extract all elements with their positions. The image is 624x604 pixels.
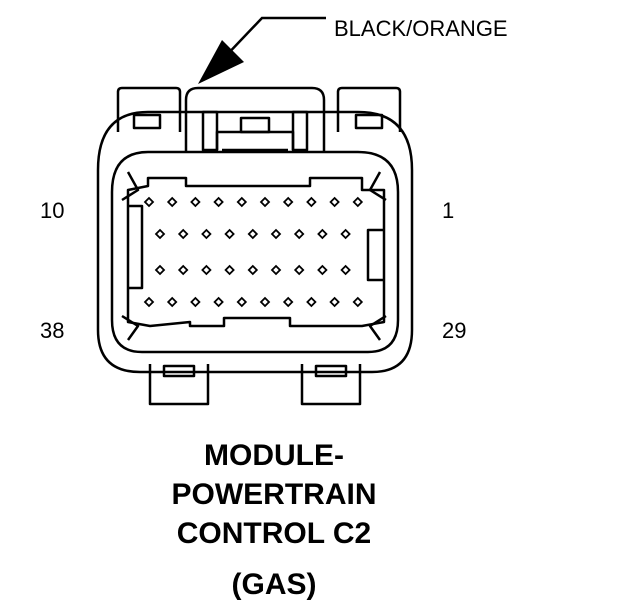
title-line-1: MODULE-: [204, 439, 344, 472]
pin-cavity-19: [340, 228, 351, 240]
pin-cavity-36: [306, 296, 317, 308]
pin-cavity-37: [329, 296, 340, 308]
pin-cavity-2: [166, 196, 178, 208]
pin-cavity-25: [270, 264, 282, 276]
pin-cavity-26: [293, 264, 305, 276]
pin-cavity-7: [282, 196, 294, 208]
pin-number-29: 29: [442, 318, 467, 343]
pin-cavity-3: [190, 196, 201, 208]
pin-grid: [143, 196, 364, 308]
pin-cavity-21: [177, 264, 189, 276]
pin-cavity-11: [154, 228, 166, 240]
pin-cavity-4: [213, 196, 224, 208]
pin-number-38: 38: [40, 318, 65, 343]
pin-cavity-24: [247, 264, 259, 276]
pin-cavity-9: [329, 196, 340, 208]
pin-cavity-10: [352, 196, 364, 208]
pin-cavity-5: [236, 196, 248, 208]
pin-cavity-35: [282, 296, 294, 308]
title-line-2: POWERTRAIN: [171, 478, 377, 511]
bottom-right-latch: [300, 364, 362, 406]
pin-cavity-6: [259, 196, 271, 208]
pin-cavity-29: [143, 296, 155, 308]
center-lock-tab: [184, 86, 326, 152]
pin-cavity-16: [270, 228, 282, 240]
bottom-left-latch: [148, 364, 210, 406]
pin-cavity-22: [201, 264, 212, 276]
pin-cavity-38: [352, 296, 364, 308]
wire-color-label: BLACK/ORANGE: [334, 16, 508, 41]
pin-number-1: 1: [442, 198, 455, 223]
title-line-4: (GAS): [231, 568, 317, 601]
pin-cavity-30: [166, 296, 178, 308]
right-latch-window: [354, 113, 384, 130]
pin-cavity-33: [236, 296, 248, 308]
pin-cavity: [126, 176, 386, 328]
pin-cavity-23: [224, 264, 235, 276]
pin-number-10: 10: [40, 198, 65, 223]
inner-housing: [110, 150, 400, 354]
pin-cavity-13: [201, 228, 212, 240]
pin-cavity-18: [317, 228, 328, 240]
pin-cavity-28: [340, 264, 351, 276]
pin-cavity-12: [177, 228, 189, 240]
callout-arrow-icon: [198, 40, 244, 84]
left-latch-window: [132, 113, 162, 130]
pin-cavity-14: [224, 228, 235, 240]
pin-cavity-8: [306, 196, 317, 208]
pin-cavity-31: [190, 296, 201, 308]
pin-cavity-27: [317, 264, 328, 276]
pin-cavity-34: [259, 296, 271, 308]
right-latch: [336, 86, 402, 132]
outer-housing: [96, 110, 414, 374]
pin-cavity-1: [143, 196, 155, 208]
pin-cavity-15: [247, 228, 259, 240]
pin-cavity-17: [293, 228, 305, 240]
title-line-3: CONTROL C2: [176, 517, 372, 550]
callout-leader: [221, 16, 326, 61]
pin-cavity-20: [154, 264, 166, 276]
left-latch: [116, 86, 182, 132]
pin-cavity-32: [213, 296, 224, 308]
